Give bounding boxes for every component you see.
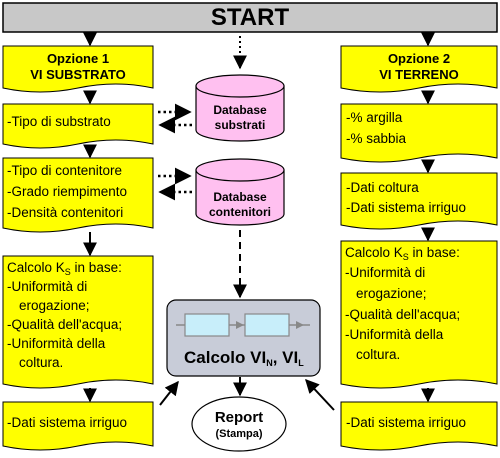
right-option-title: Opzione 2 [387,51,451,66]
left-ks-item-crop-uniformity: -Uniformità della [7,336,106,351]
left-irrigation-label: -Dati sistema irriguo [7,415,128,430]
left-ks-title: Calcolo KS in base: [7,260,122,277]
right-sand-label: -% sabbia [346,131,407,146]
left-container-type-label: -Tipo di contenitore [7,163,123,178]
start-banner [2,2,498,33]
report-title: Report [214,409,264,426]
calc-vi-label: Calcolo VIN, VIL [184,348,304,368]
left-substrate-type-box [2,103,154,149]
arrow-right-irrigation-to-calc [305,378,335,411]
right-irrigation-label: -Dati sistema irriguo [346,415,467,430]
left-option-subtitle: VI SUBSTRATO [30,67,126,82]
left-ks-item-water-quality: -Qualità dell'acqua; [7,317,123,332]
arrow-left-irrigation-to-calc [159,380,179,406]
right-ks-item-uniformity: -Uniformità di [345,265,426,280]
left-substrate-type-label: -Tipo di substrato [7,114,111,129]
right-ks-box [340,240,498,389]
db-substrates-line1: Database [213,103,267,117]
calc-process-blocks [176,313,310,337]
database-containers-cylinder [195,158,285,226]
left-ks-box [2,255,154,389]
right-ks-item-crop: coltura. [356,347,401,362]
left-option-header-box [2,45,154,93]
left-option-title: Opzione 1 [46,51,110,66]
left-container-box [2,157,154,233]
db-containers-line2: contenitori [209,205,271,219]
left-irrigation-box [2,401,154,451]
left-ks-item-crop: coltura. [19,355,64,370]
right-irrigation-data-label: -Dati sistema irriguo [346,200,467,215]
right-soil-box [340,103,498,163]
right-option-subtitle: VI TERRENO [379,67,459,82]
left-ks-item-delivery: erogazione; [19,298,90,313]
left-fill-degree-label: -Grado riempimento [7,184,128,199]
right-ks-item-crop-uniformity: -Uniformità della [345,327,444,342]
db-substrates-line2: substrati [214,118,266,132]
right-clay-label: -% argilla [346,110,403,125]
right-ks-item-water-quality: -Qualità dell'acqua; [345,307,461,322]
database-substrates-cylinder [195,74,285,142]
db-containers-line1: Database [213,190,267,204]
report-ellipse [191,396,287,452]
left-ks-item-uniformity: -Uniformità di [7,279,88,294]
right-ks-title: Calcolo KS in base: [345,245,460,262]
right-ks-item-delivery: erogazione; [356,286,427,301]
right-option-header-box [340,45,498,93]
right-crop-data-label: -Dati coltura [346,180,419,195]
right-crop-box [340,172,498,230]
start-label: START [210,4,290,31]
left-container-density-label: -Densità contenitori [7,205,124,220]
right-irrigation-box [340,401,498,451]
report-subtitle: (Stampa) [215,428,263,440]
